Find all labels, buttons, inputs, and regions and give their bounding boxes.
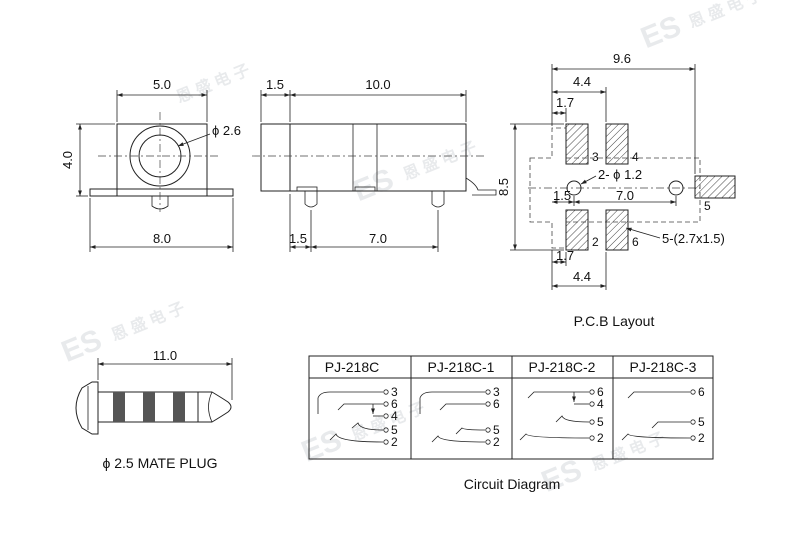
pad-6 (605, 209, 629, 251)
pad-2 (565, 209, 589, 251)
front-collar (260, 123, 291, 192)
pad-number: 5 (704, 199, 711, 213)
watermark-logo: ES (636, 10, 685, 56)
pin-number: 6 (493, 397, 500, 411)
mounting-flange (89, 188, 234, 197)
watermark-text: 恩 盛 电 子 (109, 298, 188, 345)
dim-pin-pitch: 7.0 (369, 231, 387, 246)
watermark-logo: ES (57, 323, 106, 369)
plug-handle (75, 381, 99, 435)
dim-pad-span-bottom: 4.4 (573, 269, 591, 284)
pad-number: 4 (632, 150, 639, 164)
circuit-diagram: PJ-218C PJ-218C-1 PJ-218C-2 PJ-218C-3 3 … (308, 355, 714, 492)
watermark: ES 恩 盛 电 子 ES 恩 盛 电 子 恩 盛 电 子 ES 恩 盛 电 子… (57, 0, 765, 499)
pad-number: 6 (632, 235, 639, 249)
body-outline (289, 123, 467, 192)
dim-pad-size: 5-(2.7x1.5) (662, 231, 725, 246)
dim-width-top: 5.0 (153, 77, 171, 92)
pin-number: 2 (391, 435, 398, 449)
mate-plug: 11.0 ϕ 2.5 MATE PLUG (75, 348, 233, 471)
model-header: PJ-218C-3 (630, 359, 697, 375)
mount-hole (566, 180, 582, 196)
side-lead (465, 177, 497, 196)
dim-front-length: 1.5 (266, 77, 284, 92)
plug-caption: ϕ 2.5 MATE PLUG (103, 455, 218, 471)
circuit-caption: Circuit Diagram (464, 476, 560, 492)
plug-ring (113, 392, 125, 422)
schematic-pj-218c: 3 6 4 5 2 (317, 385, 398, 449)
pin-number: 6 (391, 397, 398, 411)
pin-number: 2 (698, 431, 705, 445)
dim-body-length: 10.0 (365, 77, 390, 92)
side-view: 1.5 10.0 1.5 7.0 (252, 77, 497, 252)
schematic-pj-218c-3: 6 5 2 (621, 385, 705, 445)
pin-number: 4 (391, 409, 398, 423)
model-header: PJ-218C-2 (529, 359, 596, 375)
pin-number: 5 (391, 423, 398, 437)
dim-pin-offset: 1.5 (289, 231, 307, 246)
dim-plug-length: 11.0 (153, 348, 177, 363)
watermark-logo: ES (349, 163, 398, 209)
pad-4 (605, 123, 629, 165)
front-view: 5.0 ϕ 2.6 4.0 8.0 (60, 77, 241, 252)
dim-height: 4.0 (60, 151, 75, 169)
pcb-layout-caption: P.C.B Layout (574, 313, 655, 329)
model-header: PJ-218C-1 (428, 359, 495, 375)
pin-number: 3 (391, 385, 398, 399)
dim-hole-count: 2- ϕ 1.2 (598, 167, 642, 182)
dim-width-bottom: 8.0 (153, 231, 171, 246)
side-pin (304, 191, 318, 208)
pin-number: 5 (493, 423, 500, 437)
plug-tip (198, 391, 232, 423)
watermark-text: 恩 盛 电 子 (173, 60, 252, 107)
pad-number: 2 (592, 235, 599, 249)
pad-3 (565, 123, 589, 165)
pin-number: 3 (493, 385, 500, 399)
pcb-layout: 3 4 5 2 6 9.6 4.4 1.7 8.5 2- ϕ 1.2 1.5 7… (496, 51, 736, 329)
pcb-outline (529, 127, 701, 249)
circuit-table (308, 355, 714, 460)
pin-number: 6 (698, 385, 705, 399)
plug-ring (173, 392, 185, 422)
pin-number: 2 (493, 435, 500, 449)
pin-number: 4 (597, 397, 604, 411)
pin-number: 6 (597, 385, 604, 399)
dim-total-width: 9.6 (613, 51, 631, 66)
watermark-text: 恩 盛 电 子 (686, 0, 765, 32)
watermark-logo: ES (297, 423, 346, 469)
pin-number: 2 (597, 431, 604, 445)
dim-pad-offset-top: 1.7 (556, 95, 574, 110)
pad-number: 3 (592, 150, 599, 164)
watermark-text: 恩 盛 电 子 (400, 137, 479, 184)
side-pin (431, 191, 445, 208)
pin-number: 5 (597, 415, 604, 429)
model-header: PJ-218C (325, 359, 379, 375)
pad-5 (694, 175, 736, 199)
dim-pad-offset-bottom: 1.7 (556, 248, 574, 263)
dim-hole-pitch: 7.0 (616, 188, 634, 203)
dim-height: 8.5 (496, 178, 511, 196)
dim-hole-offset: 1.5 (553, 188, 571, 203)
dim-hole-diameter: ϕ 2.6 (212, 123, 241, 138)
pin-number: 5 (698, 415, 705, 429)
schematic-pj-218c-2: 6 4 5 2 (519, 385, 604, 445)
plug-ring (143, 392, 155, 422)
schematic-pj-218c-1: 3 6 5 2 (419, 385, 500, 449)
dim-pad-span-top: 4.4 (573, 74, 591, 89)
mount-hole (668, 180, 684, 196)
